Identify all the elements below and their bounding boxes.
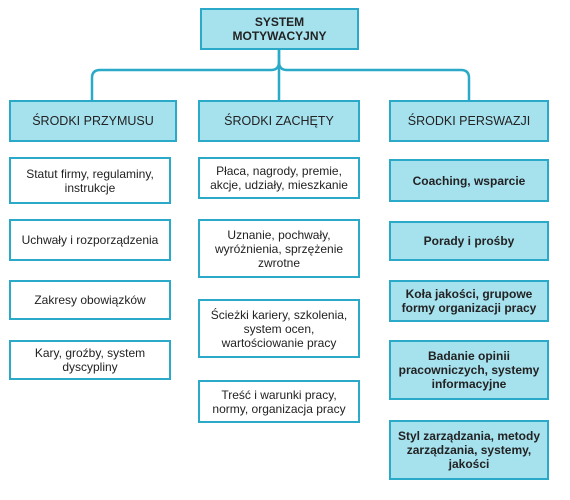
item-placa: Płaca, nagrody, premie, akcje, udziały, … bbox=[198, 157, 360, 199]
root-node: SYSTEM MOTYWACYJNY bbox=[200, 8, 359, 50]
item-porady: Porady i prośby bbox=[389, 221, 549, 261]
item-kary: Kary, groźby, system dyscypliny bbox=[9, 340, 171, 380]
connector-right bbox=[277, 61, 471, 100]
header-srodki-perswazji: ŚRODKI PERSWAZJI bbox=[389, 100, 549, 142]
item-uchwaly: Uchwały i rozporządzenia bbox=[9, 219, 171, 261]
item-coaching: Coaching, wsparcie bbox=[389, 159, 549, 202]
header-srodki-zachety: ŚRODKI ZACHĘTY bbox=[198, 100, 360, 142]
item-uznanie: Uznanie, pochwały, wyróżnienia, sprzężen… bbox=[198, 219, 360, 278]
item-kola-jakosci: Koła jakości, grupowe formy organizacji … bbox=[389, 280, 549, 322]
item-statut-firmy: Statut firmy, regulaminy, instrukcje bbox=[9, 157, 171, 204]
item-styl-zarzadzania: Styl zarządzania, metody zarządzania, sy… bbox=[389, 420, 549, 480]
item-badanie-opinii: Badanie opinii pracowniczych, systemy in… bbox=[389, 340, 549, 400]
item-sciezki-kariery: Ścieżki kariery, szkolenia, system ocen,… bbox=[198, 299, 360, 358]
item-zakresy-obowiazkow: Zakresy obowiązków bbox=[9, 280, 171, 320]
connector-left bbox=[90, 50, 281, 100]
header-srodki-przymusu: ŚRODKI PRZYMUSU bbox=[9, 100, 177, 142]
item-tresc-warunki: Treść i warunki pracy, normy, organizacj… bbox=[198, 380, 360, 423]
